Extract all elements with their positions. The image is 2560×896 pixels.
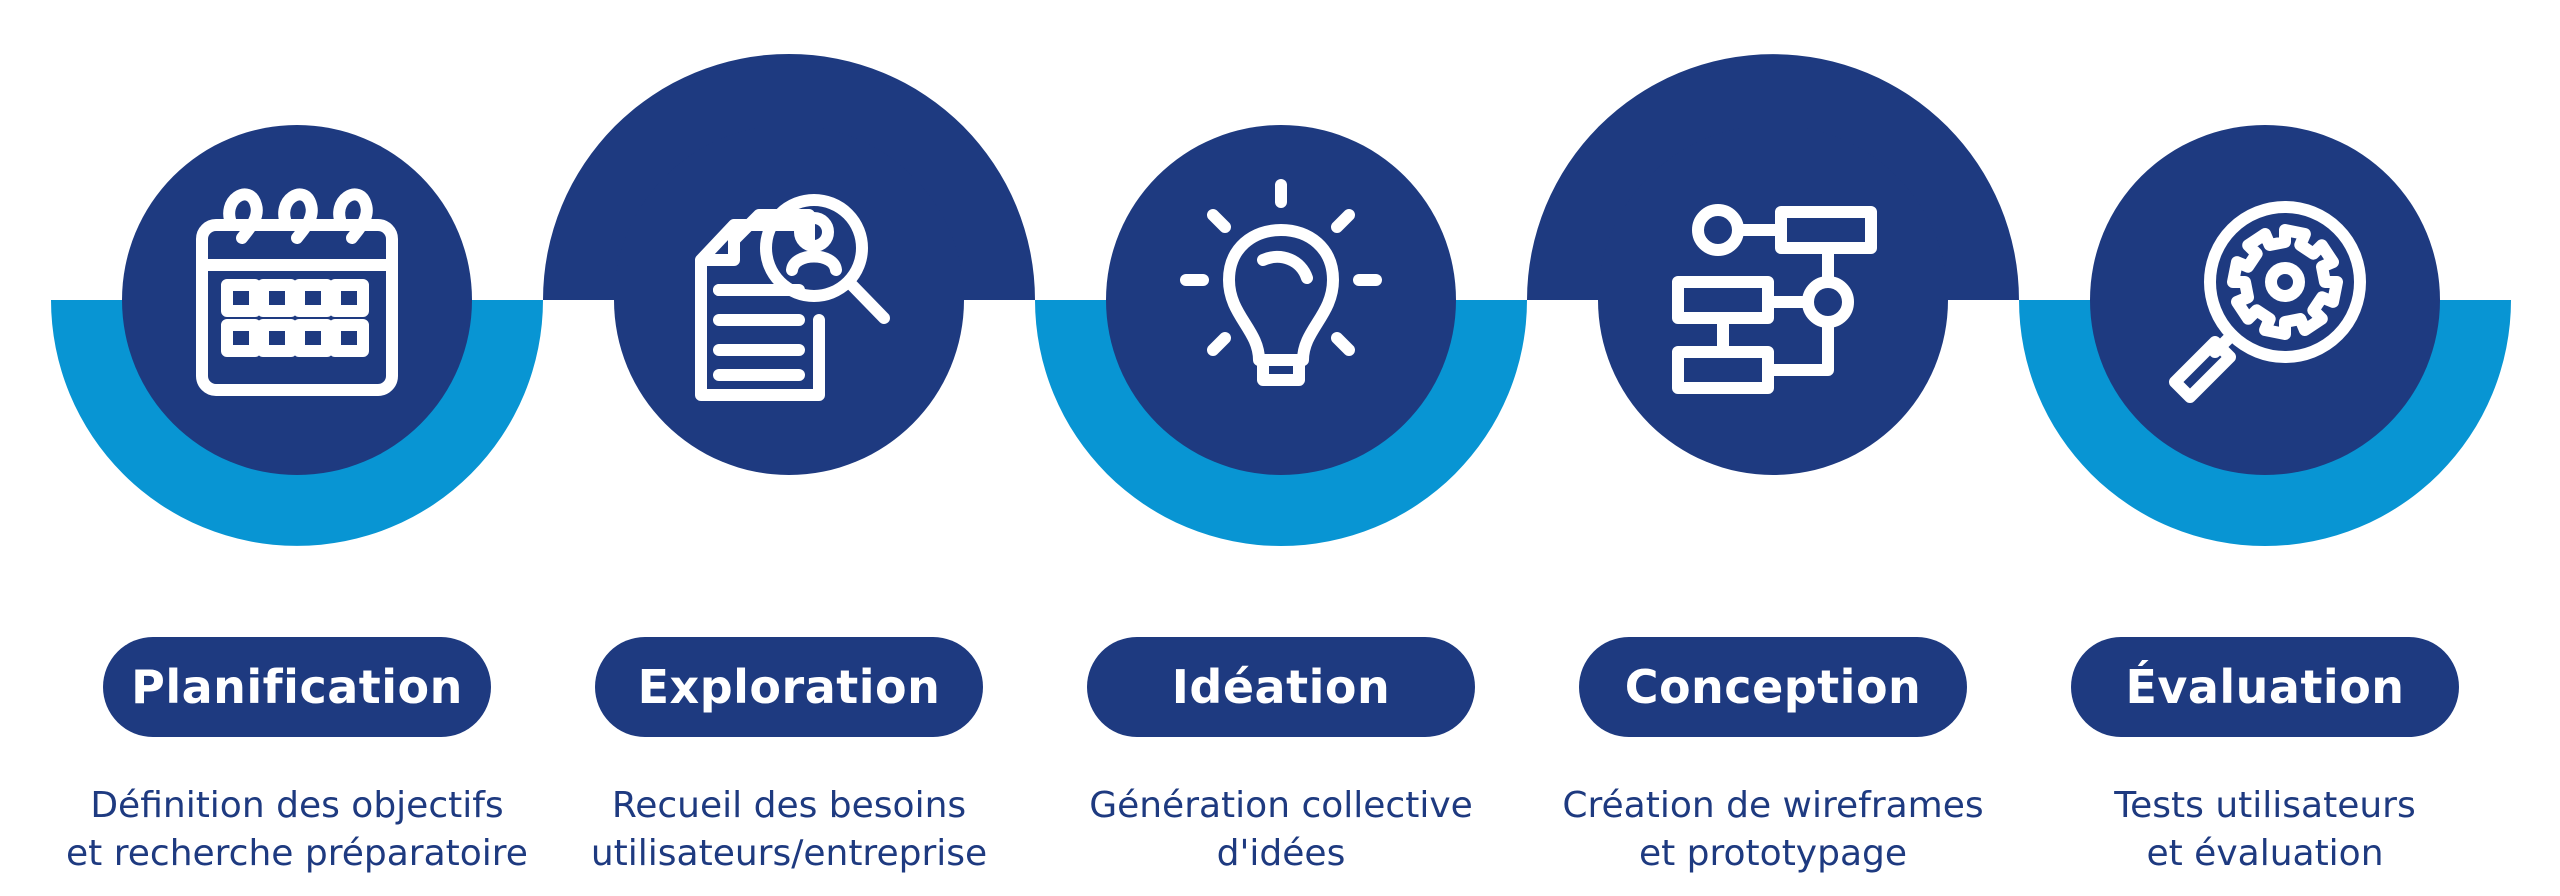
step-planification: Planification Définition des objectifs e… [51,0,543,896]
step-evaluation: Évaluation Tests utilisateurs et évaluat… [2019,0,2511,896]
wave-arc-top [543,54,1035,300]
step-description: Création de wireframes et prototypage [1527,782,2019,878]
step-description-line: Création de wireframes [1562,785,1984,826]
step-description-line: et prototypage [1638,833,1908,874]
step-description: Tests utilisateurs et évaluation [2019,782,2511,878]
step-description-line: Génération collective [1089,785,1473,826]
step-description-line: utilisateurs/entreprise [590,833,988,874]
step-title-pill: Exploration [595,637,983,737]
step-description-line: d'idées [1216,833,1346,874]
step-exploration: Exploration Recueil des besoins utilisat… [543,0,1035,896]
step-description: Définition des objectifs et recherche pr… [51,782,543,878]
step-circle [1106,125,1456,475]
step-title-pill: Évaluation [2071,637,2459,737]
step-description-line: et recherche préparatoire [66,833,528,874]
step-circles [122,125,2440,475]
magnifier-gear-icon [2169,201,2366,403]
step-description-line: Définition des objectifs [90,785,504,826]
step-title-pill: Idéation [1087,637,1475,737]
wave-arc-bottom [1035,300,1527,546]
document-search-user-icon [695,194,890,401]
step-title-pill: Conception [1579,637,1967,737]
step-ideation: Idéation Génération collective d'idées [1035,0,1527,896]
lightbulb-icon [1180,179,1382,386]
step-description-line: Tests utilisateurs [2114,785,2416,826]
flowchart-icon [1672,204,1877,394]
wave-arc-top [1527,54,2019,300]
step-conception: Conception Création de wireframes et pro… [1527,0,2019,896]
wave-bands [51,54,2511,546]
step-description-line: Recueil des besoins [611,785,967,826]
wave-arc-bottom [51,300,543,546]
calendar-icon [196,188,398,396]
wave-arc-bottom [2019,300,2511,546]
step-title-pill: Planification [103,637,491,737]
step-description: Recueil des besoins utilisateurs/entrepr… [543,782,1035,878]
step-description-line: et évaluation [2146,833,2384,874]
step-description: Génération collective d'idées [1035,782,1527,878]
